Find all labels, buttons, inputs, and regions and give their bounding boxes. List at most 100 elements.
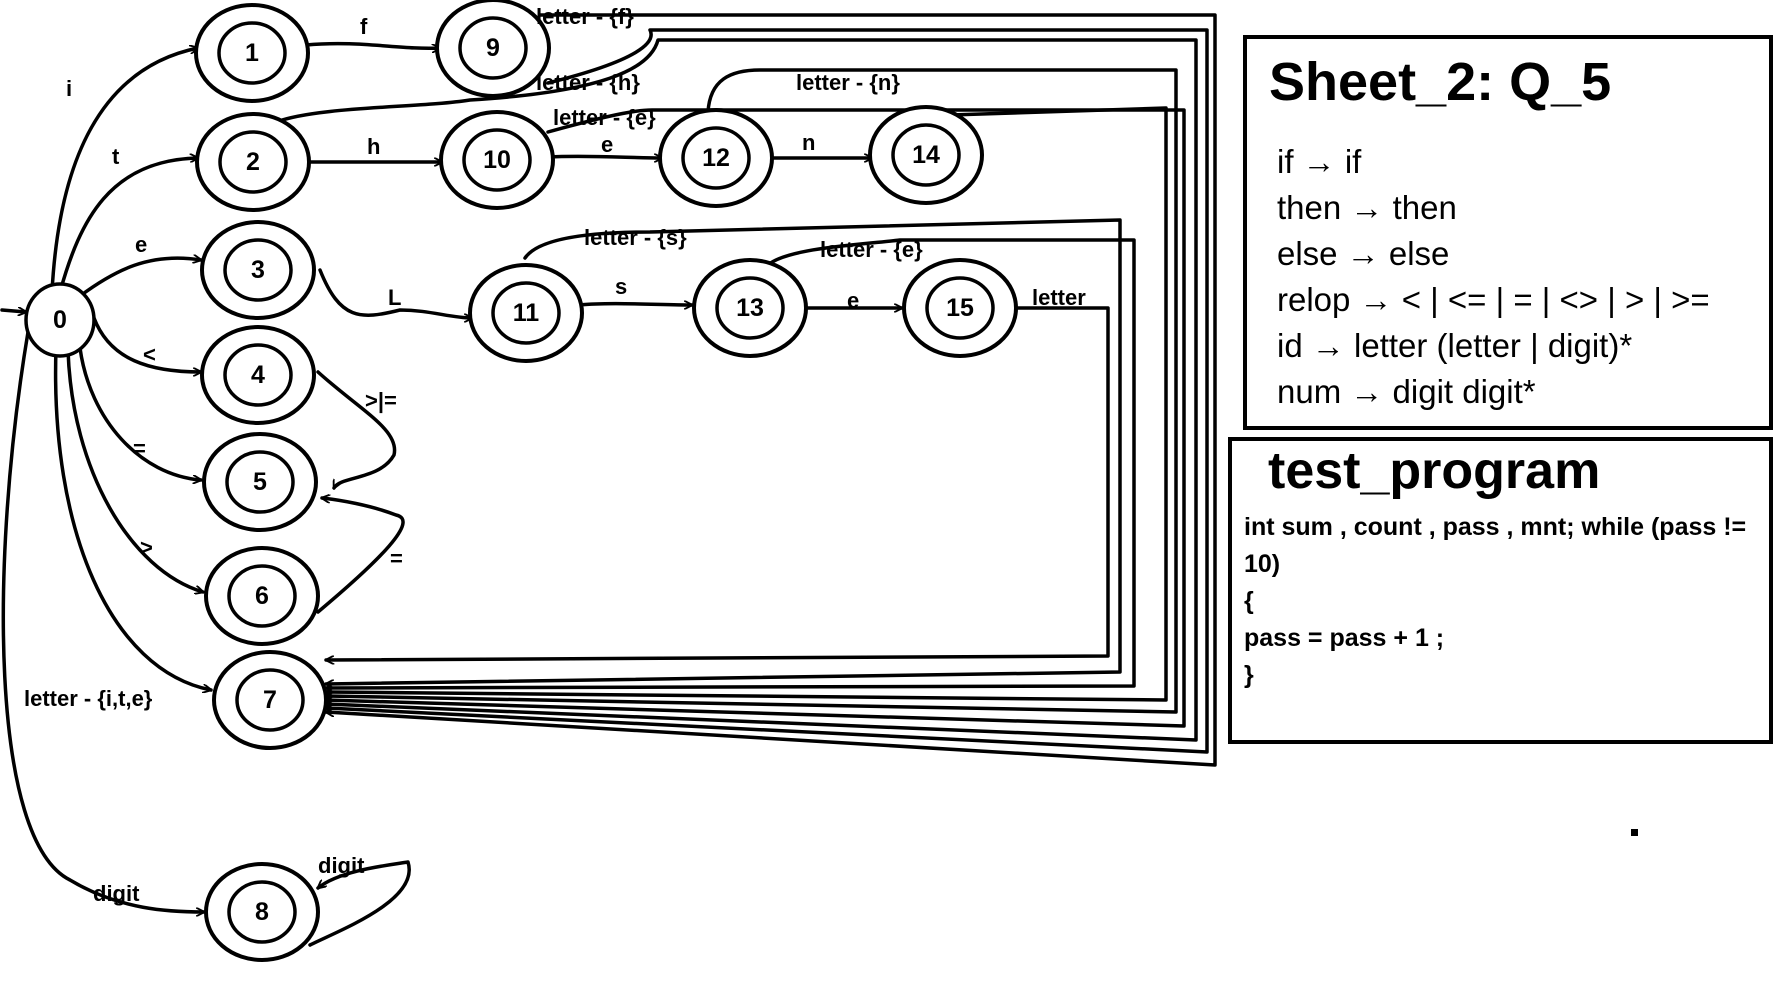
state-3: 3 <box>200 220 316 320</box>
grammar-title: Sheet_2: Q_5 <box>1269 52 1612 112</box>
test-program-panel: test_program int sum , count , pass , mn… <box>1228 437 1773 744</box>
grammar-rule: id → letter (letter | digit)* <box>1277 327 1633 364</box>
label-edge-letter-e-13: letter - {e} <box>820 237 923 262</box>
label-edge-digit: digit <box>93 881 140 906</box>
edge-0-5 <box>78 346 203 480</box>
edge-11-7 <box>324 218 1122 684</box>
state-inner-circle <box>223 238 293 302</box>
state-label: 14 <box>912 141 940 169</box>
edge-9-7 <box>324 13 1217 767</box>
state-label: 1 <box>245 39 259 67</box>
edge-0-4 <box>92 316 203 372</box>
state-11: 11 <box>468 263 584 363</box>
edge-6-5 <box>316 498 405 614</box>
edge-8-loop <box>308 860 411 947</box>
state-label: 8 <box>255 898 269 926</box>
grammar-rule: then → then <box>1277 189 1457 226</box>
label-edge-e: e <box>135 232 147 257</box>
label-edge-letter-f: letter - {f} <box>536 4 634 29</box>
stray-dot <box>1631 829 1638 836</box>
state-label: 10 <box>483 146 511 174</box>
state-label: 13 <box>736 294 764 322</box>
state-inner-circle <box>715 276 785 340</box>
state-2: 2 <box>195 112 311 212</box>
grammar-panel: Sheet_2: Q_5 if → if then → then else → … <box>1243 35 1773 430</box>
state-inner-circle <box>235 668 305 732</box>
label-edge-eq-6: = <box>390 546 403 571</box>
code-line: { <box>1244 587 1254 615</box>
code-line: int sum , count , pass , mnt; while (pas… <box>1244 513 1747 578</box>
edge-10-7 <box>324 28 1209 754</box>
label-edge-letter-ite: letter - {i,t,e} <box>24 686 153 711</box>
label-edge-n: n <box>802 130 815 155</box>
state-label: 11 <box>513 299 540 327</box>
edge-3-11 <box>318 268 474 318</box>
label-edge-letter-h: letter - {h} <box>536 70 640 95</box>
grammar-rule: num → digit digit* <box>1277 373 1536 410</box>
edge-0-6 <box>66 348 203 592</box>
state-14: 14 <box>868 105 984 205</box>
state-inner-circle <box>227 564 297 628</box>
state-8: 8 <box>204 862 320 962</box>
state-0: 0 <box>24 282 96 358</box>
state-inner-circle <box>925 276 995 340</box>
label-edge-e-10-12: e <box>601 132 613 157</box>
label-edge-gt: > <box>140 535 153 560</box>
test-program-code: int sum , count , pass , mnt; while (pas… <box>1244 509 1769 694</box>
state-inner-circle <box>458 16 528 80</box>
label-edge-s: s <box>615 274 627 299</box>
code-line: } <box>1244 661 1254 689</box>
state-15: 15 <box>902 258 1018 358</box>
grammar-rule: else → else <box>1277 235 1450 272</box>
grammar-rule: relop → < | <= | = | <> | > | >= <box>1277 281 1710 318</box>
edge-14-7 <box>324 106 1168 702</box>
label-edge-h: h <box>367 134 380 159</box>
label-edge-letter-15: letter <box>1032 285 1086 310</box>
label-edge-gt-or-eq: >|= <box>365 388 397 413</box>
state-label: 7 <box>263 686 277 714</box>
state-label: 15 <box>946 294 974 322</box>
edge-1-9 <box>304 41 442 49</box>
label-edge-letter-e-10: letter - {e} <box>553 105 656 130</box>
state-9: 9 <box>435 0 551 98</box>
grammar-rule: if → if <box>1277 143 1362 180</box>
label-edge-lt: < <box>143 342 156 367</box>
label-edge-letter-s: letter - {s} <box>584 225 687 250</box>
state-label: 3 <box>251 256 265 284</box>
label-edge-L: L <box>388 285 401 310</box>
state-13: 13 <box>692 258 808 358</box>
state-inner-circle <box>218 130 288 194</box>
state-7: 7 <box>212 650 328 750</box>
state-label: 9 <box>486 34 500 62</box>
state-inner-circle <box>681 126 751 190</box>
label-edge-digit-loop: digit <box>318 853 365 878</box>
state-circle <box>24 282 96 358</box>
label-edge-i: i <box>66 76 72 101</box>
state-inner-circle <box>891 123 961 187</box>
state-label: 6 <box>255 582 269 610</box>
edge-0-2 <box>58 158 200 294</box>
label-edge-f: f <box>360 14 368 39</box>
start-arrow <box>0 310 28 312</box>
grammar-rule-list: if → if then → then else → else relop → … <box>1277 139 1710 415</box>
edge-0-1 <box>50 48 200 294</box>
label-edge-e-13-15: e <box>847 288 859 313</box>
state-inner-circle <box>491 281 561 345</box>
state-inner-circle <box>217 21 287 85</box>
edge-2-7 <box>274 38 1198 742</box>
label-edge-eq: = <box>133 436 146 461</box>
state-1: 1 <box>194 3 310 103</box>
state-inner-circle <box>225 450 295 514</box>
state-12: 12 <box>658 108 774 208</box>
test-program-title: test_program <box>1268 442 1601 500</box>
state-label: 0 <box>53 306 67 334</box>
state-5: 5 <box>202 432 318 532</box>
edge-0-7 <box>53 346 213 690</box>
code-line: pass = pass + 1 ; <box>1244 624 1445 652</box>
state-inner-circle <box>227 880 297 944</box>
edge-0-8 <box>1 330 206 912</box>
edge-10-12 <box>546 156 664 158</box>
edge-15-7 <box>324 306 1110 660</box>
